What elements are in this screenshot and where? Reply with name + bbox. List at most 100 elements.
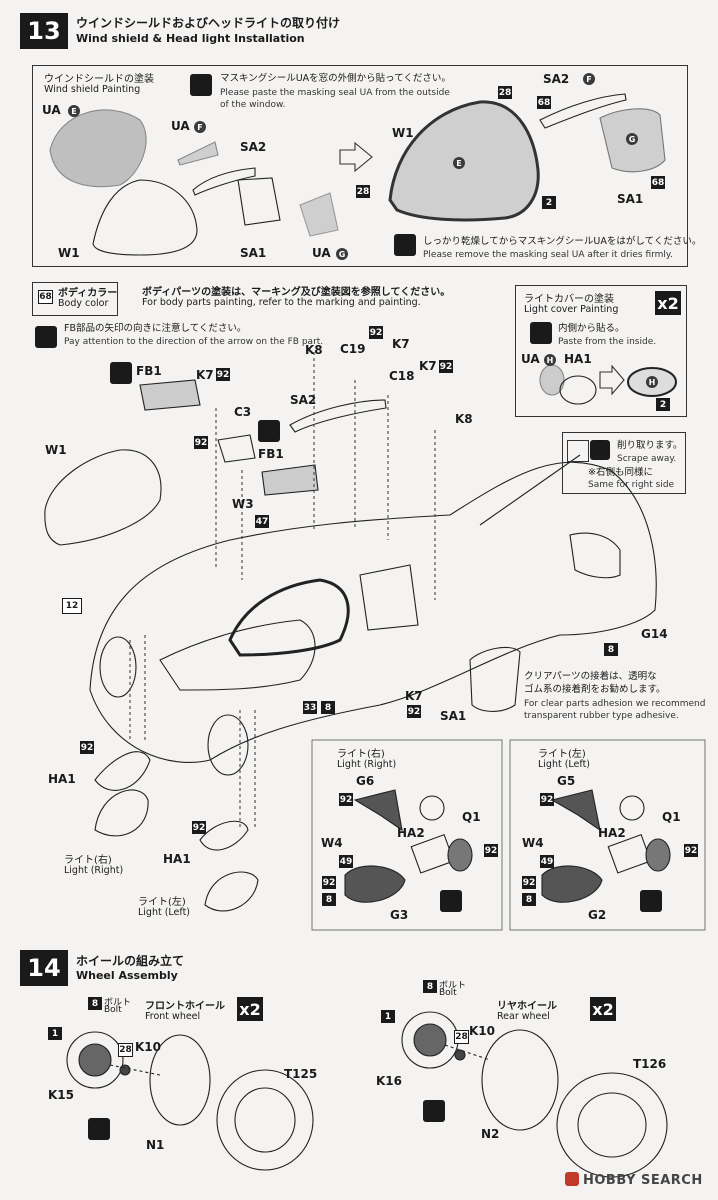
- clear-adh-en2: transparent rubber type adhesive.: [524, 711, 679, 721]
- label-w3: W3: [232, 497, 254, 511]
- fb-note-en: Pay attention to the direction of the ar…: [64, 337, 324, 347]
- label-sa2-c: SA2: [290, 393, 317, 407]
- code-92-f: 92: [80, 741, 94, 754]
- ws-painting-title-jp: ウインドシールドの塗装: [44, 74, 154, 85]
- marker-f-b-icon: F: [583, 73, 595, 85]
- mask-remove-jp: しっかり乾燥してからマスキングシールUAをはがしてください。: [423, 236, 702, 247]
- light-right-jp-a: ライト(右): [64, 855, 112, 866]
- rear-x2: x2: [590, 997, 616, 1021]
- windshield-painting-panel: [32, 65, 688, 267]
- code-49-a: 49: [339, 855, 353, 868]
- light-right-en-a: Light (Right): [64, 865, 124, 876]
- clear-adh-jp1: クリアパーツの接着は、透明な: [524, 671, 657, 682]
- watermark: HOBBY SEARCH: [565, 1172, 703, 1188]
- scrape-panel: [562, 432, 686, 494]
- label-ha1-c: HA1: [163, 852, 191, 866]
- fb-note-jp: FB部品の矢印の向きに注意してください。: [64, 323, 247, 334]
- marker-h-b-icon: H: [646, 376, 658, 388]
- code-92-m: 92: [522, 876, 536, 889]
- label-sa1-b: SA1: [617, 192, 644, 206]
- bolt-jp-b: ボルト: [439, 981, 467, 991]
- code-92-a: 92: [216, 368, 230, 381]
- label-g14: G14: [641, 627, 668, 641]
- mask-paste-en1: Please paste the masking seal UA from th…: [220, 88, 450, 98]
- label-ha2-a: HA2: [397, 826, 425, 840]
- code-68-a: 68: [537, 96, 551, 109]
- label-k10-a: K10: [135, 1040, 161, 1054]
- paint-brush-fb-icon: [110, 362, 132, 384]
- paint-brush-4-icon: [530, 322, 552, 344]
- marker-g-b-icon: G: [626, 133, 638, 145]
- label-w1-a: W1: [58, 246, 80, 260]
- step-13-number: 13: [20, 13, 68, 49]
- label-k7-d: K7: [405, 689, 423, 703]
- mask-remove-en: Please remove the masking seal UA after …: [423, 250, 673, 260]
- knife-icon: [590, 440, 610, 460]
- mask-paste-en2: of the window.: [220, 100, 286, 110]
- bolt-en-b: Bolt: [439, 988, 457, 998]
- label-k15: K15: [48, 1088, 74, 1102]
- label-fb1-b: FB1: [258, 447, 284, 461]
- code-28-b: 28: [356, 185, 370, 198]
- mask-paste-jp: マスキングシールUAを窓の外側から貼ってください。: [220, 73, 451, 84]
- label-k16: K16: [376, 1074, 402, 1088]
- watermark-logo-icon: [565, 1172, 579, 1186]
- label-c3: C3: [234, 405, 252, 419]
- code-92-b: 92: [194, 436, 208, 449]
- step-14-number: 14: [20, 950, 68, 986]
- bolt-en-a: Bolt: [104, 1005, 122, 1015]
- marker-h-icon: H: [544, 354, 556, 366]
- code-92-j: 92: [322, 876, 336, 889]
- ref-12: 12: [62, 598, 82, 614]
- front-x2: x2: [237, 997, 263, 1021]
- label-t125: T125: [284, 1067, 318, 1081]
- code-8-c: 8: [322, 893, 336, 906]
- label-t126: T126: [633, 1057, 667, 1071]
- label-c18: C18: [389, 369, 415, 383]
- paint-brush-icon: [190, 74, 212, 96]
- code-92-l: 92: [684, 844, 698, 857]
- code-92-h: 92: [339, 793, 353, 806]
- code-2-a: 2: [542, 196, 556, 209]
- code-49-b: 49: [540, 855, 554, 868]
- step-14-title-jp: ホイールの組み立て: [76, 954, 185, 968]
- w-code-28-b: 28: [454, 1030, 469, 1044]
- light-cover-en: Light cover Painting: [524, 304, 619, 315]
- label-ha1-a: HA1: [564, 352, 592, 366]
- label-q1-b: Q1: [662, 810, 681, 824]
- code-92-k: 92: [540, 793, 554, 806]
- glue-icon-d: [423, 1100, 445, 1122]
- code-92-i: 92: [484, 844, 498, 857]
- step-13-title-jp: ウインドシールドおよびヘッドライトの取り付け: [76, 16, 341, 30]
- paste-inside-jp: 内側から貼る。: [558, 323, 625, 334]
- body-paint-en: For body parts painting, refer to the ma…: [142, 297, 421, 308]
- light-left-en-a: Light (Left): [138, 907, 191, 918]
- label-sa2-b: SA2: [543, 72, 570, 86]
- marker-g-icon: G: [336, 248, 348, 260]
- label-sa1-a: SA1: [240, 246, 267, 260]
- same-right-jp: ※右側も同様に: [588, 467, 653, 478]
- body-paint-jp: ボディパーツの塗装は、マーキング及び塗装図を参照してください。: [142, 287, 451, 298]
- label-ua-f: UA: [171, 119, 190, 133]
- label-w1-b: W1: [392, 126, 414, 140]
- label-w1-c: W1: [45, 443, 67, 457]
- glue-icon-b: [640, 890, 662, 912]
- code-33: 33: [303, 701, 317, 714]
- label-ua-h: UA: [521, 352, 540, 366]
- step-14-title-en: Wheel Assembly: [76, 969, 178, 982]
- label-k10-b: K10: [469, 1024, 495, 1038]
- step-13-title-en: Wind shield & Head light Installation: [76, 32, 305, 45]
- marker-f-icon: F: [194, 121, 206, 133]
- w-code-1-b: 1: [381, 1010, 395, 1023]
- label-sa1-c: SA1: [440, 709, 467, 723]
- label-ha1-b: HA1: [48, 772, 76, 786]
- rear-wheel-en: Rear wheel: [497, 1011, 550, 1022]
- light-left-jp-a: ライト(左): [138, 897, 186, 908]
- glue-icon-c: [88, 1118, 110, 1140]
- label-ua-g: UA: [312, 246, 331, 260]
- light-left-jp-b: ライト(左): [538, 749, 586, 760]
- code-92-g: 92: [192, 821, 206, 834]
- paste-inside-en: Paste from the inside.: [558, 337, 657, 347]
- clear-adh-jp2: ゴム系の接着剤をお勧めします。: [524, 684, 666, 695]
